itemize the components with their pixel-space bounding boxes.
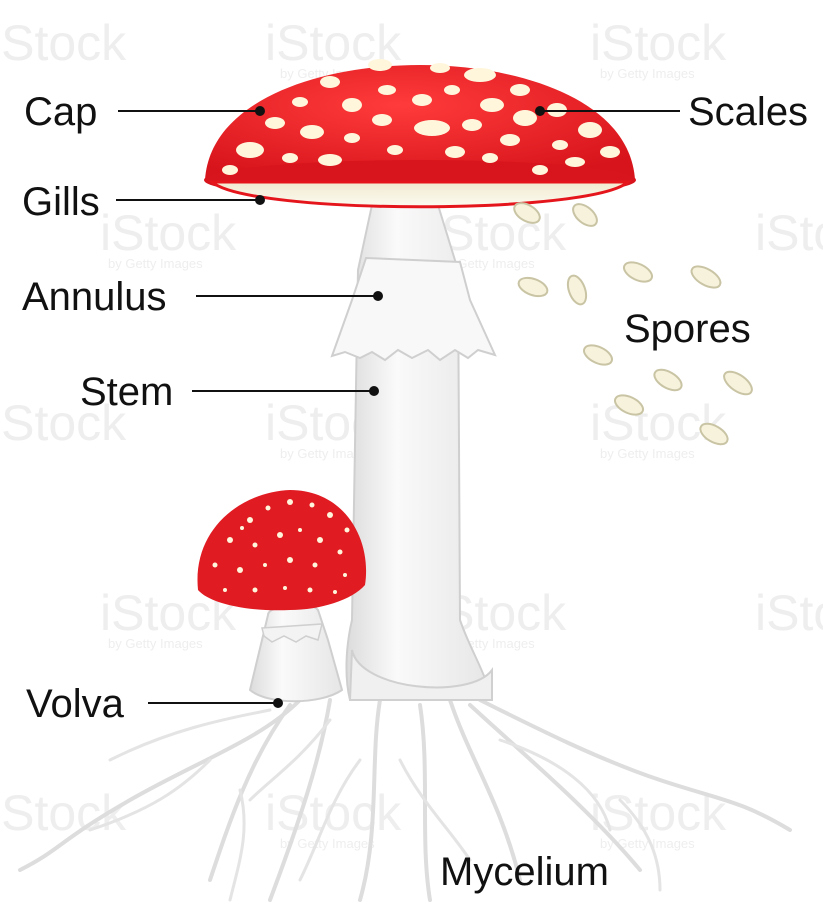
watermark-byline: by Getty Images xyxy=(108,256,203,271)
label-cap: Cap xyxy=(24,90,97,134)
watermark-text: iStock xyxy=(265,785,402,841)
watermark-text: iStock xyxy=(0,15,127,71)
volva-leader-dot xyxy=(273,698,283,708)
watermark-text: iStock xyxy=(755,205,823,261)
watermark-byline: by Getty Images xyxy=(600,66,695,81)
annulus-leader-dot xyxy=(373,291,383,301)
label-spores: Spores xyxy=(624,307,751,351)
watermark-text: iStock xyxy=(100,205,237,261)
watermark-byline: by Getty Images xyxy=(108,636,203,651)
watermark-byline: by Getty Images xyxy=(600,446,695,461)
cap-leader-dot xyxy=(255,106,265,116)
large-mushroom-cap xyxy=(204,59,636,207)
scales-leader-dot xyxy=(535,106,545,116)
stem-leader-dot xyxy=(369,386,379,396)
watermark-text: iStock xyxy=(590,15,727,71)
label-annulus: Annulus xyxy=(22,275,167,319)
label-gills: Gills xyxy=(22,180,100,224)
label-stem: Stem xyxy=(80,370,173,414)
label-scales: Scales xyxy=(688,90,808,134)
small-mushroom xyxy=(197,490,366,701)
label-mycelium: Mycelium xyxy=(440,850,609,894)
watermark-text: iStock xyxy=(755,585,823,641)
gills-leader-dot xyxy=(255,195,265,205)
label-volva: Volva xyxy=(26,682,125,726)
